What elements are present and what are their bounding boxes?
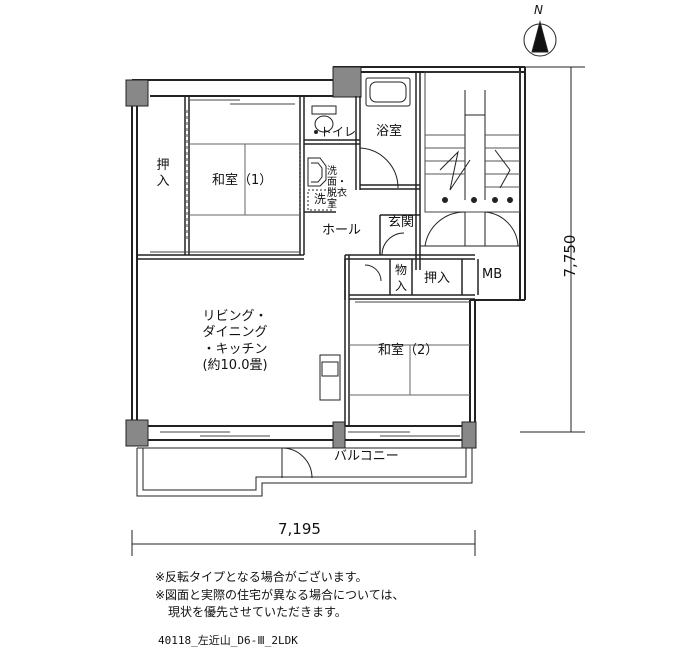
room-label-ldk-line3: ・キッチン: [202, 342, 268, 357]
plan-code: 40118_左近山_D6-Ⅲ_2LDK: [158, 634, 298, 647]
note-line-1: ※反転タイプとなる場合がございます。: [155, 570, 368, 584]
balcony-outline: [136, 447, 473, 497]
bathtub: [365, 77, 411, 107]
compass-icon: [523, 20, 557, 57]
room-label-ldk-line1: リビング・: [202, 309, 268, 324]
dimension-lines: [131, 66, 585, 556]
compass-north-label: N: [534, 3, 543, 17]
room-label-ldk-line2: ダイニング: [202, 325, 268, 340]
room-label-senmen: 洗面・ 脱衣室: [327, 166, 347, 210]
washer-space: [307, 189, 333, 211]
room-label-oshiire-right: 押入: [424, 271, 451, 286]
note-line-2: ※図面と実際の住宅が異なる場合については、: [155, 588, 405, 602]
room-label-toilet: トイレ: [320, 125, 357, 139]
room-label-oshiire-left: 押入: [156, 158, 170, 189]
room-label-washer: 洗: [314, 192, 327, 206]
room-label-washitsu-2: 和室（2）: [378, 343, 439, 358]
dimension-height: 7,750: [561, 234, 579, 278]
room-label-ldk-line4: (約10.0畳): [202, 358, 268, 373]
room-label-balcony: バルコニー: [334, 449, 399, 464]
tatami: [189, 143, 470, 396]
pillars: [125, 66, 477, 449]
outer-walls: [131, 66, 526, 441]
stairwell: [420, 71, 521, 247]
toilet-fixture: [311, 105, 337, 134]
room-label-mb: MB: [482, 267, 503, 282]
room-label-hall: ホール: [322, 223, 362, 238]
dimension-width: 7,195: [278, 520, 321, 538]
room-label-monoire: 物入: [394, 263, 407, 293]
note-line-3: 現状を優先させていただきます。: [168, 605, 347, 619]
kitchen-counter: [319, 354, 341, 401]
room-label-genkan: 玄関: [387, 215, 414, 230]
room-label-bath: 浴室: [376, 124, 403, 139]
sliding-doors: [150, 99, 470, 437]
washbasin: [307, 157, 327, 187]
room-label-washitsu-1: 和室（1）: [212, 173, 273, 188]
interior-walls: [137, 72, 479, 426]
